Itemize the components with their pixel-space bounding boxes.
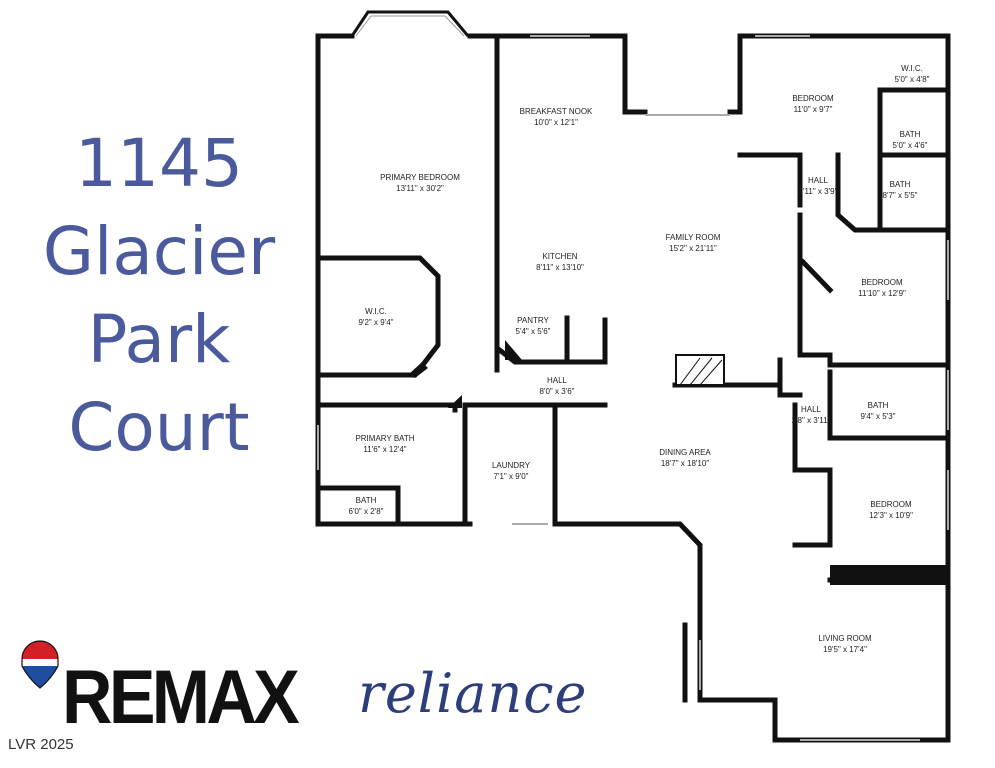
wall-bath-2 — [835, 152, 951, 233]
room-dining-name: DINING AREA — [659, 448, 711, 457]
wall-living-south — [682, 582, 951, 743]
room-wic-primary-name: W.I.C. — [365, 307, 387, 316]
copyright-text: LVR 2025 — [8, 736, 74, 753]
address-line-street-3: Court — [68, 389, 250, 466]
address-line-number: 1145 — [75, 125, 243, 202]
wall-bath-3 — [827, 369, 951, 441]
wall-north-center — [315, 33, 648, 115]
property-address: 1145 Glacier Park Court — [0, 120, 318, 472]
room-hall-3-name: HALL — [801, 405, 822, 414]
wic-corner-fill — [408, 362, 428, 378]
room-bath-3-dims: 9'4" x 5'3" — [861, 412, 896, 421]
room-bath-4-name: BATH — [356, 496, 377, 505]
wall-bedroom-2 — [797, 212, 951, 368]
room-hall-2-dims: 8'0" x 3'6" — [540, 387, 575, 396]
fireplace-hatching — [679, 357, 723, 386]
room-hall-1-dims: 2'11" x 3'9" — [799, 187, 838, 196]
room-bedroom-2-dims: 11'10" x 12'9" — [858, 289, 906, 298]
address-line-street-2: Park — [87, 301, 231, 378]
room-living-dims: 19'5" x 17'4" — [823, 645, 867, 654]
balloon-middle-stripe — [22, 659, 58, 666]
wall-bedroom-3 — [792, 402, 833, 548]
room-hall-2-name: HALL — [547, 376, 568, 385]
room-dining-dims: 18'7" x 18'10" — [661, 459, 709, 468]
pantry-corner-fill — [505, 340, 522, 360]
room-hall-3-dims: 2'8" x 3'11" — [792, 416, 831, 425]
room-bath-4-dims: 6'0" x 2'8" — [349, 507, 384, 516]
closet-fill — [830, 565, 948, 585]
room-laundry-name: LAUNDRY — [492, 461, 531, 470]
address-line-street-1: Glacier — [42, 213, 276, 290]
room-primary-bath-dims: 11'6" x 12'4" — [363, 445, 406, 454]
bay-window-inner — [355, 15, 465, 37]
room-bedroom-2-name: BEDROOM — [861, 278, 903, 287]
room-laundry-dims: 7'1" x 9'0" — [494, 472, 529, 481]
room-primary-bedroom-name: PRIMARY BEDROOM — [380, 173, 460, 182]
room-primary-bedroom-dims: 13'11" x 30'2" — [396, 184, 444, 193]
bay-window — [350, 10, 470, 37]
wall-west — [315, 33, 473, 527]
wall-bath-north — [315, 402, 458, 413]
room-labels: PRIMARY BEDROOM 13'11" x 30'2" BREAKFAST… — [349, 64, 930, 654]
remax-balloon-icon — [21, 640, 59, 689]
room-bedroom-3-name: BEDROOM — [870, 500, 912, 509]
wall-bedroom-2-door — [799, 258, 834, 294]
room-bath-3-name: BATH — [868, 401, 889, 410]
room-bedroom-1-name: BEDROOM — [792, 94, 834, 103]
room-kitchen-dims: 8'11" x 13'10" — [536, 263, 584, 272]
room-bath-2-name: BATH — [890, 180, 911, 189]
walls — [315, 33, 951, 743]
room-pantry-name: PANTRY — [517, 316, 549, 325]
room-bedroom-3-dims: 12'3" x 10'9" — [869, 511, 913, 520]
wall-wic — [315, 255, 441, 378]
room-wic-small-dims: 5'0" x 4'8" — [895, 75, 930, 84]
brand-logo: REMAX reliance — [18, 640, 658, 740]
wall-hall-3 — [777, 357, 803, 398]
bath-corner-fill — [448, 395, 462, 408]
windows — [317, 35, 949, 741]
room-bath-1-name: BATH — [900, 130, 921, 139]
room-primary-bath-name: PRIMARY BATH — [355, 434, 414, 443]
room-wic-primary-dims: 9'2" x 9'4" — [359, 318, 394, 327]
room-breakfast-nook-name: BREAKFAST NOOK — [520, 107, 593, 116]
wall-kitchen-west — [494, 33, 608, 365]
wall-bedroom-1 — [737, 152, 803, 208]
room-family-name: FAMILY ROOM — [666, 233, 721, 242]
balloon-bottom-stripe — [22, 666, 58, 688]
wall-northeast — [727, 33, 951, 368]
room-hall-1-name: HALL — [808, 176, 829, 185]
room-family-dims: 15'2" x 21'11" — [669, 244, 717, 253]
wall-south-center — [552, 521, 703, 703]
room-wic-small-name: W.I.C. — [901, 64, 923, 73]
room-bedroom-1-dims: 11'0" x 9'7" — [794, 105, 833, 114]
reliance-wordmark: reliance — [358, 662, 588, 725]
room-pantry-dims: 5'4" x 5'6" — [516, 327, 551, 336]
room-living-name: LIVING ROOM — [818, 634, 872, 643]
room-breakfast-nook-dims: 10'0" x 12'1" — [534, 118, 578, 127]
room-bath-2-dims: 8'7" x 5'5" — [883, 191, 918, 200]
remax-wordmark: REMAX — [62, 655, 300, 740]
balloon-outline — [21, 640, 59, 689]
room-bath-1-dims: 5'0" x 4'6" — [893, 141, 928, 150]
room-kitchen-name: KITCHEN — [542, 252, 577, 261]
balloon-top-stripe — [22, 641, 58, 659]
